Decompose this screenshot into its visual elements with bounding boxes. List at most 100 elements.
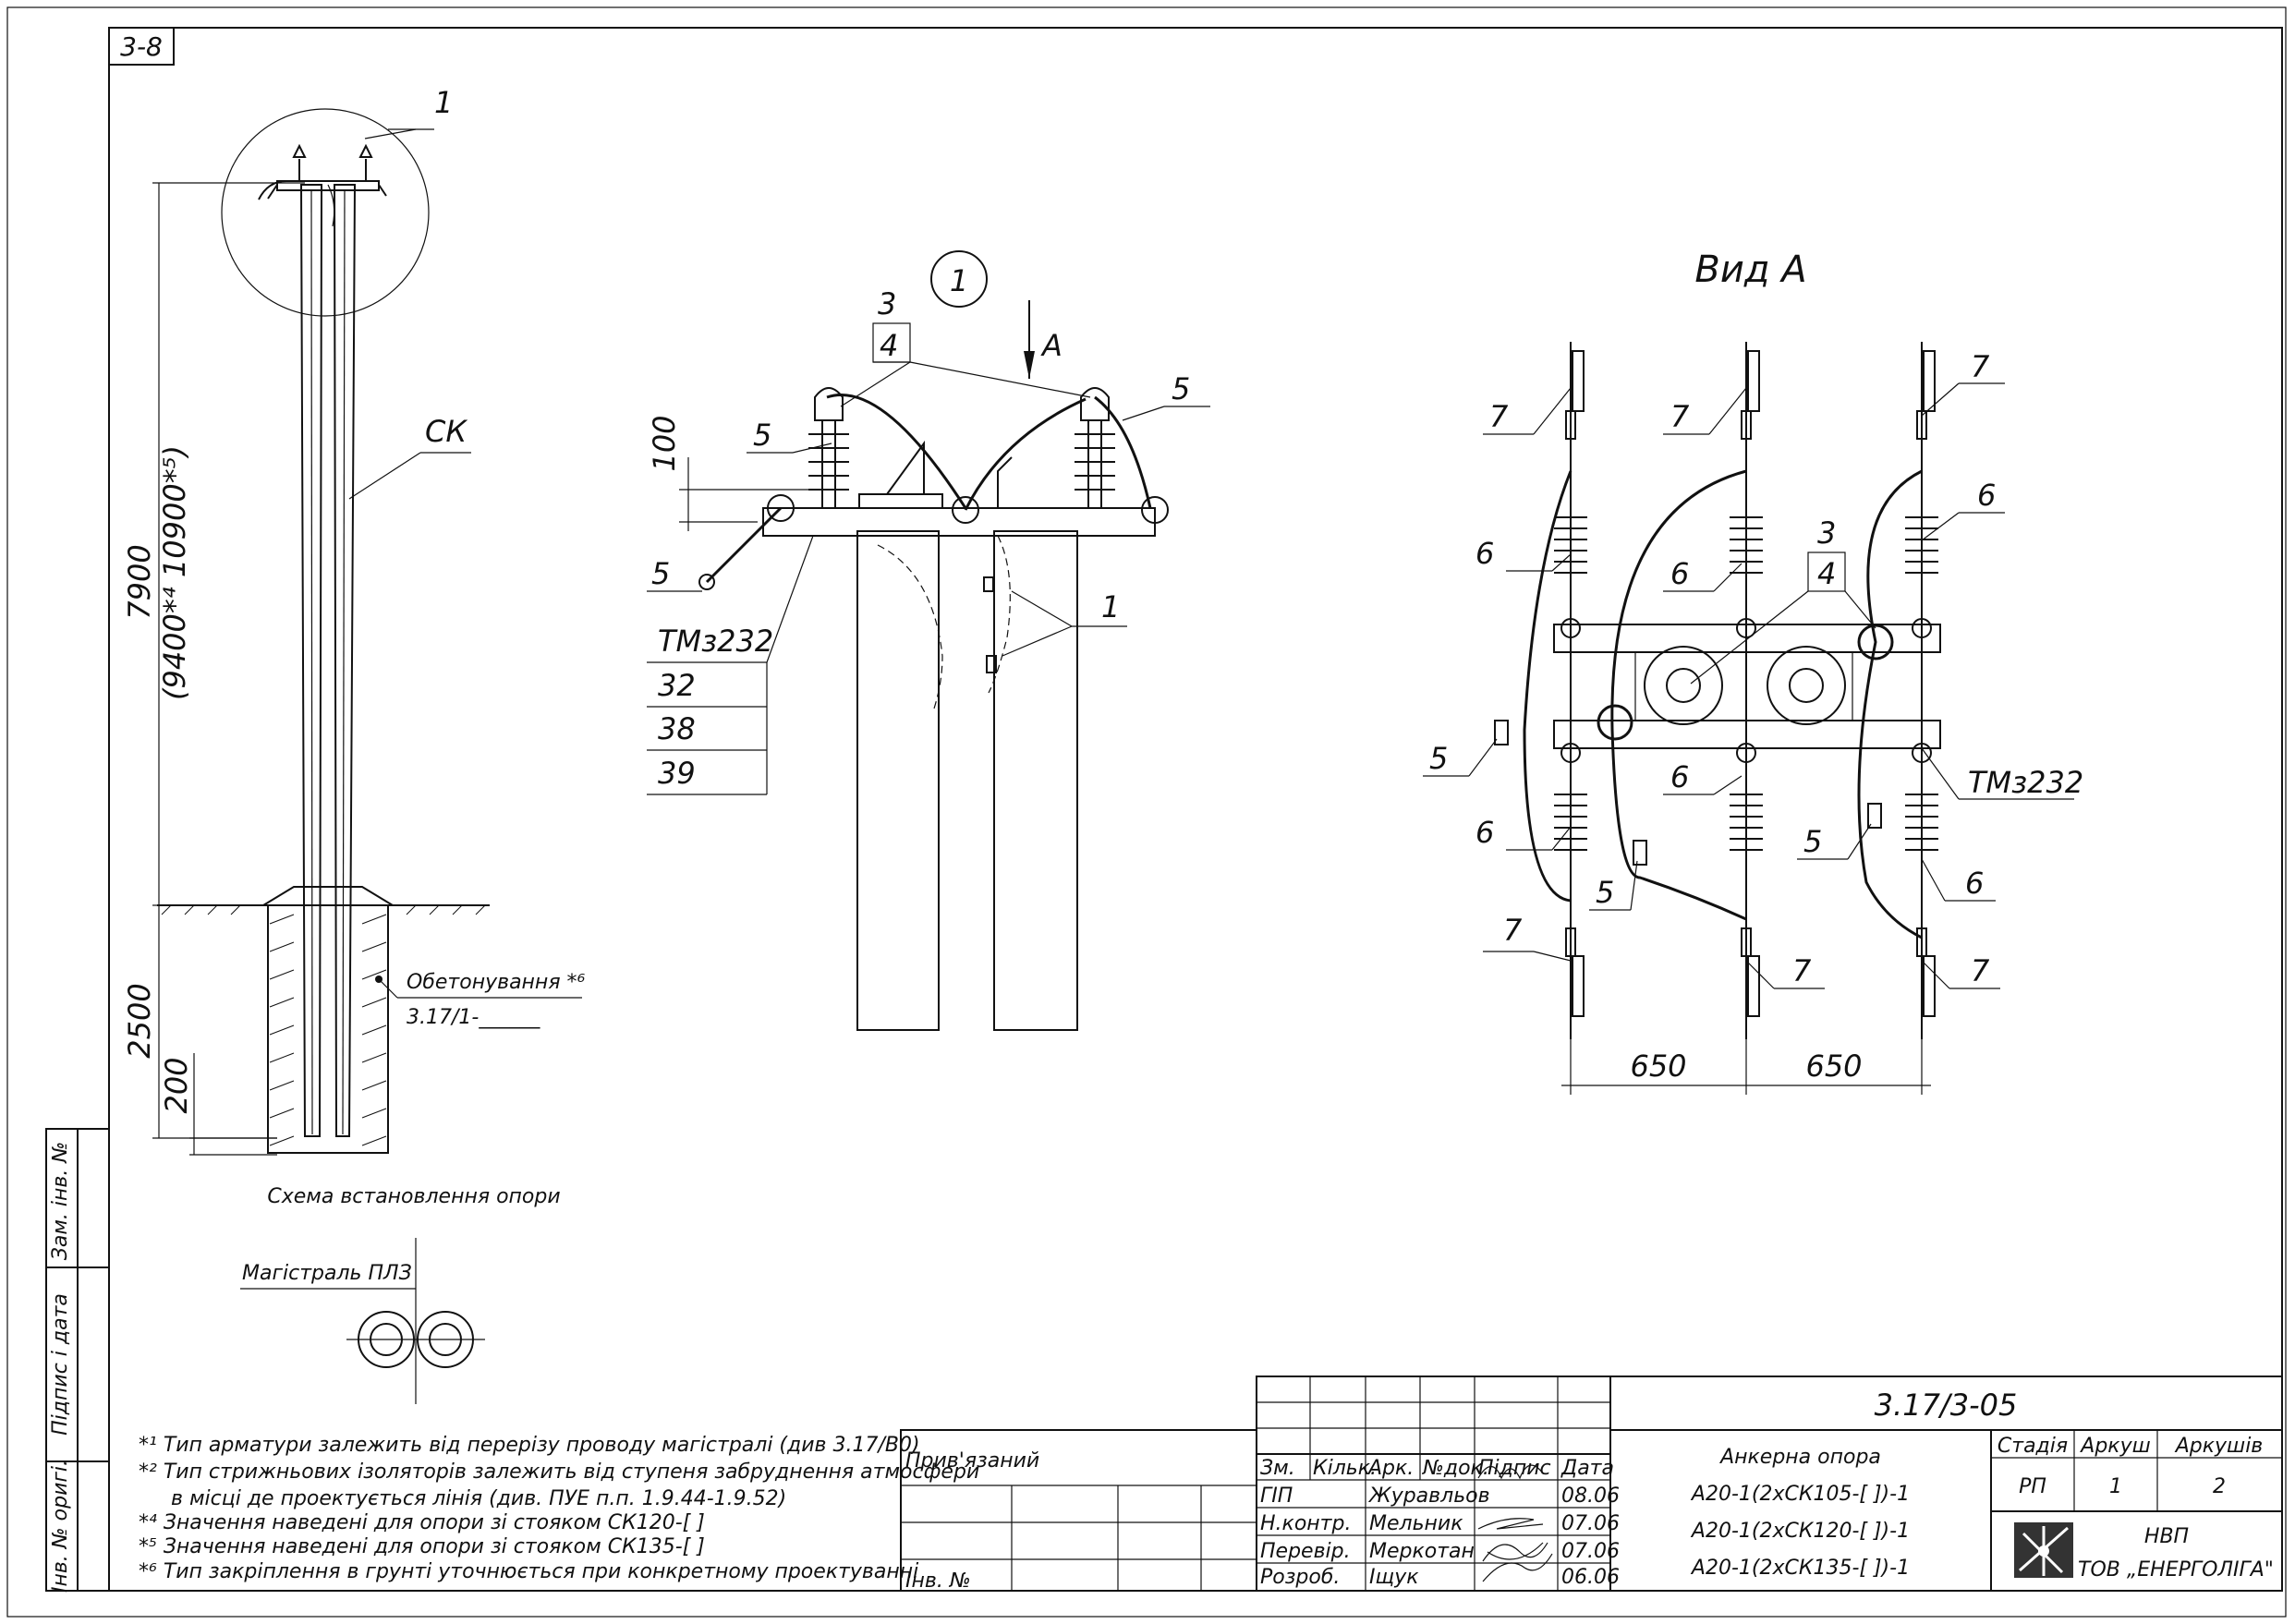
view-a-label-6a: 6 <box>1475 536 1494 571</box>
detail-label-5-lower: 5 <box>651 556 670 591</box>
title-line-0: Анкерна опора <box>1718 1446 1881 1469</box>
row-0-role: ГІП <box>1260 1485 1293 1508</box>
legend-item-2: 38 <box>658 711 696 746</box>
detail-label-4: 4 <box>880 328 898 363</box>
sheets-header: Аркушів <box>2174 1435 2264 1458</box>
note-5: *⁶ Тип закріплення в грунті уточнюється … <box>139 1560 918 1583</box>
title-block: Прив'язаний Інв. № Зм. Кільк. Арк. №док.… <box>900 1376 2283 1593</box>
view-a-dim-left: 650 <box>1630 1048 1686 1084</box>
view-a-label-5c: 5 <box>1803 824 1822 859</box>
view-a-title: Вид А <box>1694 248 1806 291</box>
legend-item-3: 39 <box>658 756 696 791</box>
org-line-1: НВП <box>2144 1525 2189 1548</box>
inv-no-label: Інв. № <box>905 1569 971 1593</box>
concrete-ref: 3.17/1-______ <box>407 1006 540 1029</box>
row-2-role: Перевір. <box>1260 1540 1351 1563</box>
col-h-5: Дата <box>1560 1457 1614 1480</box>
doc-code: 3.17/3-05 <box>1875 1388 2018 1423</box>
sheets-value: 2 <box>2213 1475 2226 1498</box>
note-3: *⁴ Значення наведені для опори зі стояко… <box>139 1511 705 1534</box>
row-0-name: Журавльов <box>1367 1485 1490 1508</box>
view-a-label-7f: 7 <box>1971 953 1990 988</box>
view-a-label-7a: 7 <box>1489 399 1509 434</box>
view-arrow-label: A <box>1040 328 1062 363</box>
title-line-2: А20-1(2хСК120-[ ])-1 <box>1690 1520 1910 1543</box>
trunk-symbol: Магістраль ПЛЗ <box>240 1238 485 1404</box>
dim-height: 7900 <box>122 544 157 619</box>
view-a-label-6f: 6 <box>1965 866 1984 901</box>
detail-leg-left <box>856 530 940 1031</box>
sheet-tag: 3-8 <box>120 31 163 62</box>
view-a-label-4: 4 <box>1817 556 1836 591</box>
detail-1-view: 1 A <box>647 250 1210 1031</box>
detail-callout-circle <box>221 108 430 317</box>
insulator-right <box>1075 387 1115 509</box>
view-a-label-7e: 7 <box>1792 953 1812 988</box>
drawing-frame <box>108 27 2283 1592</box>
company-logo-icon <box>2014 1522 2073 1578</box>
sheet-value: 1 <box>2109 1475 2122 1498</box>
col-h-3: №док. <box>1422 1457 1489 1480</box>
detail-label-5-upper: 5 <box>753 418 771 453</box>
signature-2 <box>1482 1542 1548 1562</box>
view-a-dim-right: 650 <box>1805 1048 1862 1084</box>
side-inv-orig: Інв. № оригі. <box>49 1460 72 1593</box>
pole-installation-view: 1 СК <box>122 85 586 1208</box>
row-3-role: Розроб. <box>1260 1566 1340 1589</box>
dim-height-alt: (9400*⁴ 10900*⁵) <box>157 445 192 700</box>
legend-item-1: 32 <box>658 668 696 703</box>
signature-1 <box>1477 1518 1544 1530</box>
footnotes: *¹ Тип арматури залежить від перерізу пр… <box>139 1434 979 1583</box>
trunk-label: Магістраль ПЛЗ <box>242 1262 412 1285</box>
col-h-2: Арк. <box>1366 1457 1414 1480</box>
detail-label-1: 1 <box>1101 589 1120 624</box>
attached-label: Прив'язаний <box>905 1449 1039 1473</box>
signature-0 <box>1477 1464 1544 1480</box>
view-a-label-tm: ТМз232 <box>1968 765 2083 800</box>
stage-header: Стадія <box>1998 1435 2068 1458</box>
title-line-1: А20-1(2хСК105-[ ])-1 <box>1690 1483 1910 1506</box>
pole-left <box>299 184 323 1137</box>
callout-1-label: 1 <box>434 85 453 120</box>
detail-label-3: 3 <box>878 286 896 321</box>
view-a-label-3: 3 <box>1817 515 1836 551</box>
view-a-label-7c: 7 <box>1971 349 1990 384</box>
view-a-label-7d: 7 <box>1503 913 1523 948</box>
detail-label-5-right: 5 <box>1172 371 1190 406</box>
insulator-left <box>808 387 849 509</box>
concrete-label: Обетонування *⁶ <box>407 971 586 994</box>
row-1-role: Н.контр. <box>1260 1512 1351 1535</box>
view-a-label-6d: 6 <box>1475 815 1494 850</box>
title-line-3: А20-1(2хСК135-[ ])-1 <box>1690 1557 1910 1580</box>
note-0: *¹ Тип арматури залежить від перерізу пр… <box>139 1434 920 1457</box>
view-a-label-5b: 5 <box>1596 875 1614 910</box>
stage-value: РП <box>2019 1475 2046 1498</box>
pole-type-label: СК <box>425 414 468 449</box>
detail-1-callout <box>930 250 988 308</box>
pole-right <box>333 184 357 1137</box>
note-2: в місці де проектується лінія (див. ПУЕ … <box>171 1487 786 1510</box>
row-2-name: Меркотан <box>1369 1540 1475 1563</box>
side-sign-date: Підпис і дата <box>49 1293 72 1436</box>
side-replace-inv: Зам. інв. № <box>49 1142 72 1261</box>
col-h-1: Кільк. <box>1313 1457 1377 1480</box>
detail-1-number: 1 <box>950 263 968 298</box>
side-stamp: Зам. інв. № Підпис і дата Інв. № оригі. <box>45 1128 110 1593</box>
dim-embed: 2500 <box>122 983 157 1058</box>
note-4: *⁵ Значення наведені для опори зі стояко… <box>139 1535 705 1558</box>
dim-base: 200 <box>159 1057 194 1113</box>
view-a: Вид А <box>1423 248 2083 1095</box>
view-a-label-6c: 6 <box>1977 478 1996 513</box>
view-a-label-7b: 7 <box>1670 399 1690 434</box>
foundation-pit <box>267 905 389 1154</box>
col-h-4: Підпис <box>1478 1457 1551 1480</box>
signature-3 <box>1482 1553 1553 1582</box>
view-a-pole-left <box>1644 646 1723 725</box>
installation-caption: Схема встановлення опори <box>267 1185 560 1208</box>
view-a-label-6e: 6 <box>1670 759 1689 794</box>
row-3-name: Іщук <box>1369 1566 1419 1589</box>
legend-item-0: ТМз232 <box>658 624 773 659</box>
detail-leg-right <box>993 530 1078 1031</box>
detail-dim-100: 100 <box>647 415 682 471</box>
